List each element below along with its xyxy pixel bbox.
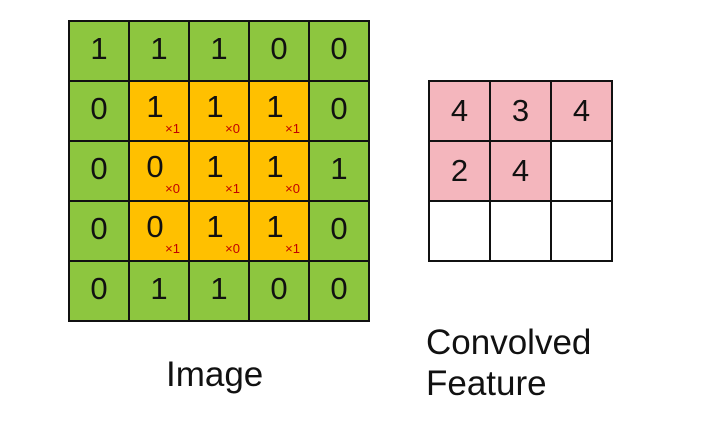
pixel-value: 0: [330, 31, 348, 66]
image-cell: 0: [310, 202, 370, 262]
kernel-cell: 1×0: [190, 202, 250, 262]
feature-cell-empty: [430, 202, 491, 262]
image-cell: 1: [190, 22, 250, 82]
pixel-value: 1: [266, 149, 284, 184]
feature-cell: 3: [491, 82, 552, 142]
kernel-weight: ×0: [225, 241, 240, 256]
pixel-value: 1: [206, 89, 224, 124]
image-cell: 0: [70, 262, 130, 322]
kernel-weight: ×0: [225, 121, 240, 136]
feature-cell-empty: [552, 202, 613, 262]
pixel-value: 1: [210, 271, 228, 306]
convolved-feature-label-line1: Convolved: [426, 323, 592, 362]
pixel-value: 0: [90, 271, 108, 306]
pixel-value: 0: [90, 211, 108, 246]
kernel-weight: ×1: [165, 241, 180, 256]
pixel-value: 1: [266, 89, 284, 124]
kernel-weight: ×0: [165, 181, 180, 196]
feature-cell-empty: [552, 142, 613, 202]
image-cell: 0: [310, 22, 370, 82]
pixel-value: 1: [146, 89, 164, 124]
kernel-cell: 0×1: [130, 202, 190, 262]
kernel-cell: 1×1: [250, 202, 310, 262]
kernel-cell: 1×0: [190, 82, 250, 142]
image-cell: 0: [250, 22, 310, 82]
image-cell: 1: [190, 262, 250, 322]
image-cell: 1: [70, 22, 130, 82]
kernel-cell: 1×1: [250, 82, 310, 142]
kernel-cell: 0×0: [130, 142, 190, 202]
pixel-value: 0: [270, 31, 288, 66]
image-cell: 0: [70, 142, 130, 202]
kernel-weight: ×1: [285, 121, 300, 136]
image-cell: 1: [130, 22, 190, 82]
image-cell: 0: [310, 82, 370, 142]
kernel-cell: 1×0: [250, 142, 310, 202]
kernel-weight: ×1: [285, 241, 300, 256]
pixel-value: 1: [210, 31, 228, 66]
image-cell: 0: [70, 202, 130, 262]
image-cell: 1: [130, 262, 190, 322]
feature-cell: 2: [430, 142, 491, 202]
feature-cell: 4: [552, 82, 613, 142]
kernel-weight: ×0: [285, 181, 300, 196]
feature-cell-empty: [491, 202, 552, 262]
kernel-cell: 1×1: [190, 142, 250, 202]
convolved-feature-label: Convolved Feature: [426, 322, 591, 405]
image-cell: 0: [70, 82, 130, 142]
image-cell: 1: [310, 142, 370, 202]
pixel-value: 1: [90, 31, 108, 66]
pixel-value: 0: [270, 271, 288, 306]
pixel-value: 0: [90, 91, 108, 126]
pixel-value: 0: [330, 91, 348, 126]
pixel-value: 1: [206, 149, 224, 184]
pixel-value: 0: [330, 211, 348, 246]
feature-cell: 4: [491, 142, 552, 202]
image-label: Image: [166, 355, 264, 394]
pixel-value: 0: [330, 271, 348, 306]
image-cell: 0: [310, 262, 370, 322]
kernel-weight: ×1: [165, 121, 180, 136]
pixel-value: 1: [266, 209, 284, 244]
convolved-feature-label-line2: Feature: [426, 364, 547, 404]
pixel-value: 0: [90, 151, 108, 186]
pixel-value: 1: [206, 209, 224, 244]
pixel-value: 1: [330, 151, 348, 186]
pixel-value: 1: [150, 271, 168, 306]
pixel-value: 0: [146, 209, 164, 244]
image-cell: 0: [250, 262, 310, 322]
feature-cell: 4: [430, 82, 491, 142]
kernel-cell: 1×1: [130, 82, 190, 142]
kernel-weight: ×1: [225, 181, 240, 196]
pixel-value: 0: [146, 149, 164, 184]
pixel-value: 1: [150, 31, 168, 66]
